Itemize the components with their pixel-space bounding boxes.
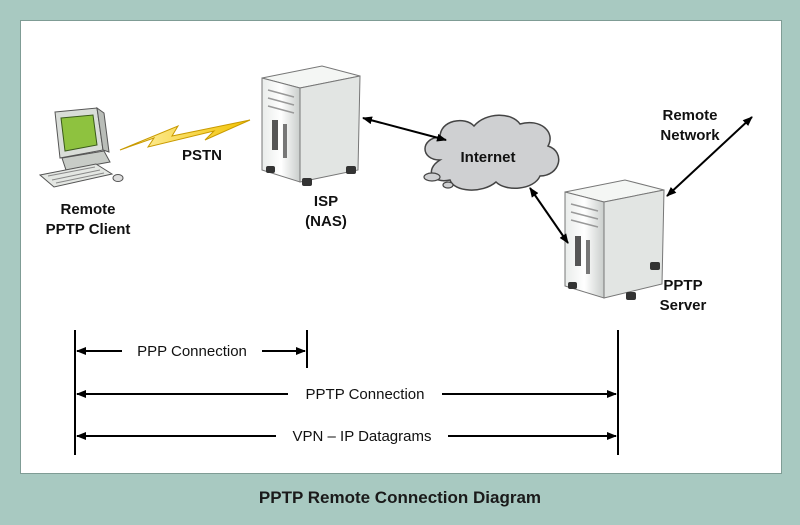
isp-server-icon	[261, 65, 361, 186]
pptp-connection-label: PPTP Connection	[306, 386, 425, 403]
server-remote-network-arrow	[666, 116, 753, 197]
pptp-connection-span: PPTP Connection	[76, 386, 617, 403]
lightning-bolt-icon	[119, 119, 251, 151]
server-label-line1: PPTP	[663, 277, 702, 294]
isp-internet-arrow	[362, 116, 447, 142]
isp-label-line2: (NAS)	[305, 213, 347, 230]
server-label-line2: Server	[660, 297, 707, 314]
pptp-server-icon	[564, 179, 665, 300]
ppp-connection-label: PPP Connection	[137, 343, 247, 360]
vpn-connection-label: VPN – IP Datagrams	[293, 428, 432, 445]
vpn-connection-span: VPN – IP Datagrams	[76, 428, 617, 445]
remote-network-label-line2: Network	[660, 127, 720, 144]
remote-network-label-line1: Remote	[662, 107, 717, 124]
internet-label: Internet	[460, 149, 515, 166]
pstn-label: PSTN	[182, 147, 222, 164]
diagram-caption: PPTP Remote Connection Diagram	[258, 488, 542, 507]
isp-label-line1: ISP	[314, 193, 338, 210]
ppp-connection-span: PPP Connection	[76, 343, 306, 360]
desktop-computer-icon	[38, 106, 124, 188]
internet-server-arrow	[529, 187, 569, 244]
client-label-line2: PPTP Client	[46, 221, 131, 238]
client-label-line1: Remote	[60, 201, 115, 218]
